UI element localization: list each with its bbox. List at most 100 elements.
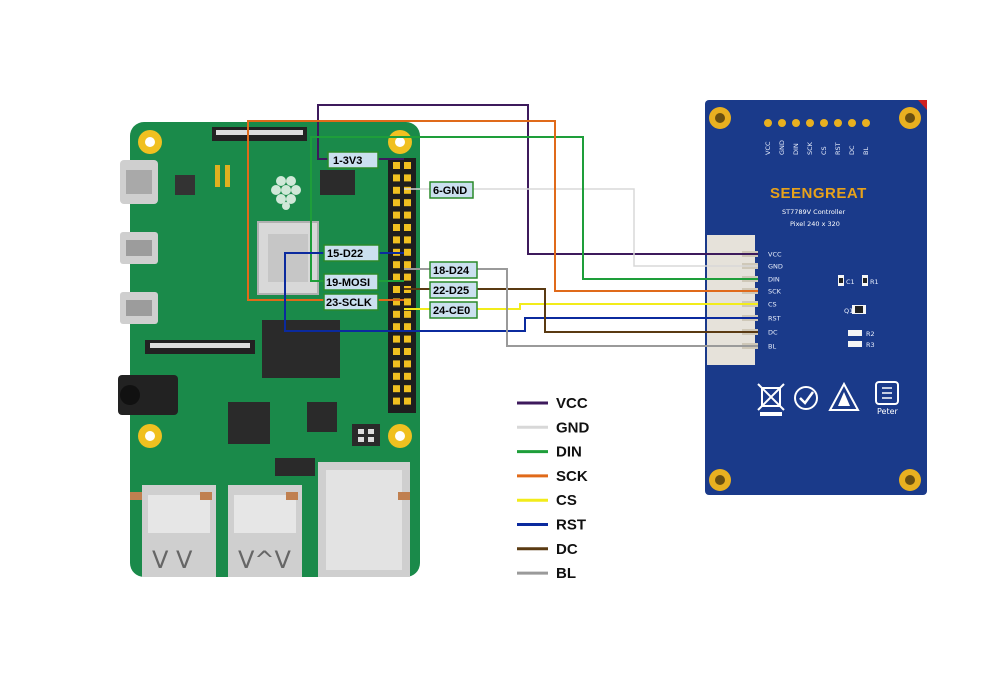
gpio-pin (393, 360, 400, 368)
gpio-pin (393, 310, 400, 318)
audio-jack (118, 375, 178, 415)
svg-text:Peter: Peter (877, 407, 899, 416)
gpio-pin (404, 360, 411, 368)
svg-text:R3: R3 (866, 341, 875, 349)
gpio-pin (404, 323, 411, 331)
wire-sck (247, 120, 758, 301)
side-pin-label: BL (768, 343, 776, 351)
pin-label-22-d25: 22-D25 (429, 281, 478, 299)
gpio-pin (393, 372, 400, 380)
pin-label-boxes: 1-3V3 6-GND 15-D22 19-MOSI 23-SCLK 18-D2… (323, 151, 478, 319)
svg-text:24-CE0: 24-CE0 (433, 305, 470, 317)
gpio-pin (393, 236, 400, 244)
maker-badge-icon: Peter (875, 381, 899, 416)
top-pin-pads (764, 119, 870, 127)
gpio-pin (393, 335, 400, 343)
gpio-pin (404, 348, 411, 355)
top-pad (764, 119, 772, 127)
top-pin-label: GND (778, 140, 786, 155)
gpio-pin (393, 397, 400, 405)
top-pad (848, 119, 856, 127)
side-pin-label: GND (768, 263, 783, 271)
wire-rst (284, 252, 758, 332)
component-r2: R2 (848, 330, 875, 338)
gpio-header (388, 158, 416, 413)
wire-gnd (404, 188, 758, 267)
svg-text:Q1: Q1 (844, 307, 853, 315)
weee-bin-icon (757, 383, 785, 416)
ram-chip (262, 320, 340, 378)
gpio-pin (404, 248, 411, 256)
gpio-pin (393, 348, 400, 355)
gpio-pin (404, 174, 411, 182)
gpio-pin (393, 174, 400, 182)
svg-text:6-GND: 6-GND (433, 185, 467, 197)
legend-label: CS (556, 492, 577, 509)
legend-label: DIN (556, 444, 582, 461)
svg-text:18-D24: 18-D24 (433, 265, 470, 277)
gpio-pin (393, 199, 400, 207)
esd-warning-icon (828, 381, 860, 411)
gpio-pin (393, 224, 400, 231)
pin-label-23-sclk: 23-SCLK (323, 293, 379, 311)
gpio-pin (404, 273, 411, 281)
usb-controller-chip (228, 402, 270, 444)
svg-text:15-D22: 15-D22 (327, 248, 363, 260)
svg-text:23-SCLK: 23-SCLK (326, 297, 372, 309)
top-pin-label: VCC (764, 141, 772, 155)
pin-label-19-mosi: 19-MOSI (323, 273, 379, 291)
pin-label-24-ce0: 24-CE0 (429, 301, 478, 319)
brand-logo: SEENGREAT (770, 185, 867, 202)
side-pin-label: DIN (768, 276, 780, 284)
legend-label: VCC (556, 395, 588, 412)
top-pad (806, 119, 814, 127)
svg-text:R1: R1 (870, 278, 879, 286)
svg-text:V V: V V (152, 546, 193, 574)
raspberry-logo-icon (271, 176, 301, 210)
checkmark-badge-icon (794, 386, 818, 410)
component-c1: C1 (838, 275, 855, 286)
pin-label-1-3v3: 1-3V3 (327, 151, 379, 169)
top-pad (820, 119, 828, 127)
component-r3: R3 (848, 341, 875, 349)
pin-label-6-gnd: 6-GND (429, 181, 474, 199)
pixel-text: Pixel 240 x 320 (790, 220, 840, 228)
top-pin-label: DC (848, 145, 856, 155)
gpio-pin (393, 385, 400, 393)
gpio-pin (404, 186, 411, 194)
legend-label: SCK (556, 468, 588, 485)
top-pad (862, 119, 870, 127)
top-pin-label: BL (862, 147, 870, 155)
gpio-pin (393, 162, 400, 169)
gpio-pin (393, 186, 400, 194)
gpio-pin (404, 298, 411, 306)
svg-text:V^V: V^V (238, 546, 292, 574)
top-pin-label: SCK (806, 141, 814, 155)
legend-label: GND (556, 419, 590, 436)
gpio-pin (404, 162, 411, 169)
gpio-pin (393, 298, 400, 306)
side-pin-label: SCK (768, 288, 782, 296)
legend-label: BL (556, 565, 576, 582)
svg-text:19-MOSI: 19-MOSI (326, 277, 370, 289)
gpio-pin (404, 261, 411, 269)
gpio-pin (404, 385, 411, 393)
top-pad (834, 119, 842, 127)
top-pad (792, 119, 800, 127)
top-pad (778, 119, 786, 127)
top-pin-label: RST (834, 142, 842, 155)
gpio-pin (404, 397, 411, 405)
gpio-pin (404, 236, 411, 244)
legend-label: DC (556, 541, 578, 558)
gpio-pin (393, 273, 400, 281)
pin-label-18-d24: 18-D24 (429, 261, 478, 279)
svg-text:C1: C1 (846, 278, 855, 286)
raspberry-pi-board: V V V^V (118, 122, 420, 577)
ethernet-chip (307, 402, 337, 432)
pin-label-15-d22: 15-D22 (323, 244, 380, 262)
gpio-pin (404, 372, 411, 380)
svg-text:R2: R2 (866, 330, 875, 338)
